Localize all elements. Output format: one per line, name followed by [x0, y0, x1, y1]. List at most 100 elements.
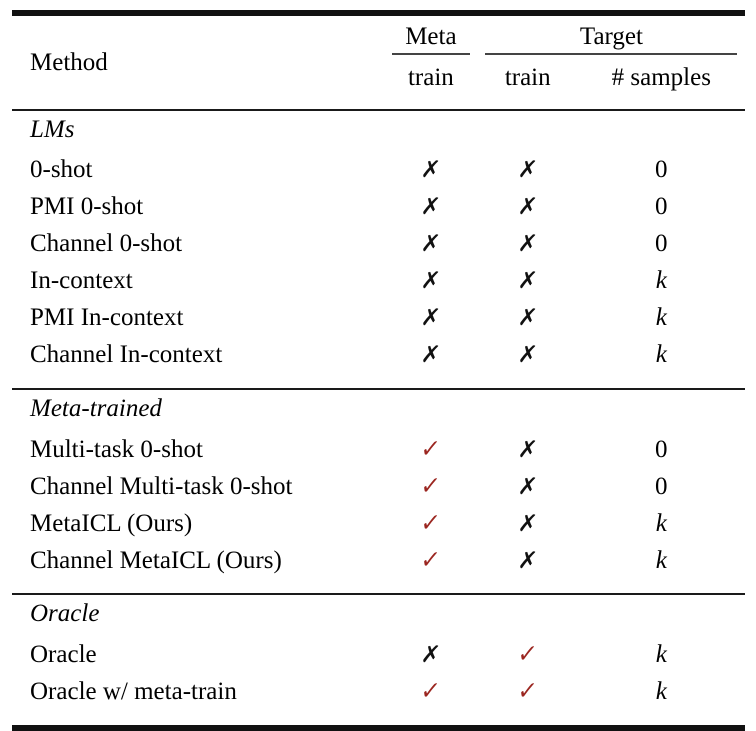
cell-target-train: ✗ — [478, 436, 578, 473]
section-midrule-1 — [12, 593, 745, 595]
cell-target-train: ✗ — [478, 194, 578, 231]
cross-mark-icon: ✗ — [419, 194, 442, 220]
header-midrule — [12, 109, 745, 111]
cell-samples: k — [578, 510, 745, 547]
samples-value: k — [655, 547, 667, 574]
cell-method: Channel In-context — [30, 341, 223, 368]
check-mark-icon: ✓ — [419, 471, 443, 500]
cell-method: 0-shot — [30, 156, 93, 183]
samples-value: k — [655, 678, 667, 705]
cell-meta-train: ✓ — [384, 471, 478, 510]
cmidrule-target-line — [485, 53, 738, 55]
cross-mark-icon: ✗ — [516, 231, 539, 257]
samples-value: k — [655, 304, 667, 331]
cell-samples: 0 — [578, 473, 745, 510]
cell-method: Channel MetaICL (Ours) — [30, 547, 282, 574]
cell-target-train: ✗ — [478, 157, 578, 194]
section-midrule-0-line — [12, 388, 745, 390]
table-row: Channel MetaICL (Ours) ✓ ✗ k — [12, 545, 745, 584]
section-bottom-spacer-0 — [12, 379, 745, 388]
cell-method: MetaICL (Ours) — [30, 510, 193, 537]
samples-value: k — [655, 267, 667, 294]
check-mark-icon: ✓ — [419, 545, 443, 574]
cell-meta-train: ✗ — [384, 194, 478, 231]
cell-meta-train: ✗ — [384, 305, 478, 342]
table-row: Channel Multi-task 0-shot ✓ ✗ 0 — [12, 471, 745, 510]
cell-target-train: ✗ — [478, 473, 578, 510]
samples-value: 0 — [655, 230, 668, 257]
cross-mark-icon: ✗ — [419, 157, 442, 183]
column-group-header-target: Target — [579, 23, 643, 50]
cell-method: Oracle — [30, 641, 97, 668]
column-header-meta-train: train — [407, 64, 454, 91]
top-rule — [12, 10, 745, 16]
cell-meta-train: ✗ — [384, 641, 478, 678]
section-midrule-0 — [12, 388, 745, 390]
cell-samples: k — [578, 305, 745, 342]
column-group-header-meta: Meta — [405, 23, 457, 50]
check-mark-icon: ✓ — [419, 676, 443, 705]
cell-meta-train: ✓ — [384, 434, 478, 473]
cell-method: Multi-task 0-shot — [30, 436, 203, 463]
cell-samples: k — [578, 547, 745, 584]
samples-value: k — [655, 510, 667, 537]
check-mark-icon: ✓ — [516, 676, 540, 705]
bottom-rule-line — [12, 725, 745, 731]
cmidrule-meta-line — [391, 53, 470, 55]
table-row: Oracle w/ meta-train ✓ ✓ k — [12, 676, 745, 715]
cell-method: In-context — [30, 267, 133, 294]
cell-meta-train: ✗ — [384, 268, 478, 305]
cross-mark-icon: ✗ — [516, 437, 539, 463]
table-row: Oracle ✗ ✓ k — [12, 639, 745, 678]
cross-mark-icon: ✗ — [516, 194, 539, 220]
cmidrule-target — [478, 53, 745, 55]
cell-target-train: ✗ — [478, 268, 578, 305]
cross-mark-icon: ✗ — [419, 305, 442, 331]
cross-mark-icon: ✗ — [419, 342, 442, 368]
table-row: PMI 0-shot ✗ ✗ 0 — [12, 194, 745, 231]
check-mark-icon: ✓ — [516, 639, 540, 668]
cross-mark-icon: ✗ — [516, 157, 539, 183]
cross-mark-icon: ✗ — [419, 231, 442, 257]
table-row: Channel In-context✗✗k — [12, 342, 745, 379]
column-header-samples: # samples — [611, 64, 711, 91]
cell-samples: k — [578, 641, 745, 678]
cross-mark-icon: ✗ — [516, 548, 539, 574]
cell-method: Oracle w/ meta-train — [30, 678, 237, 705]
cross-mark-icon: ✗ — [516, 474, 539, 500]
cross-mark-icon: ✗ — [516, 511, 539, 537]
samples-value: k — [655, 341, 667, 368]
cell-meta-train: ✗ — [384, 231, 478, 268]
cell-target-train: ✗ — [478, 231, 578, 268]
table-row: 0-shot✗✗0 — [12, 157, 745, 194]
top-rule-line — [12, 10, 745, 16]
samples-value: k — [655, 641, 667, 668]
cell-target-train: ✗ — [478, 305, 578, 342]
cell-samples: k — [578, 342, 745, 379]
cell-method: PMI 0-shot — [30, 193, 144, 220]
bottom-spacer — [12, 715, 745, 725]
cell-method: PMI In-context — [30, 304, 184, 331]
column-header-target-train: train — [504, 64, 551, 91]
cell-target-train: ✗ — [478, 510, 578, 547]
table-row: Channel 0-shot ✗ ✗ 0 — [12, 231, 745, 268]
cell-samples: k — [578, 678, 745, 715]
cell-meta-train: ✗ — [384, 342, 478, 379]
check-mark-icon: ✓ — [419, 434, 443, 463]
table-row: PMI In-context ✗ ✗ k — [12, 305, 745, 342]
header-bottom-spacer — [12, 101, 745, 109]
cmidrule-meta — [384, 53, 478, 55]
bottom-rule — [12, 725, 745, 731]
cross-mark-icon: ✗ — [516, 305, 539, 331]
header-midrule-line — [12, 109, 745, 111]
cell-method: Channel Multi-task 0-shot — [30, 473, 293, 500]
check-mark-icon: ✓ — [419, 508, 443, 537]
cell-samples: 0 — [578, 194, 745, 231]
cross-mark-icon: ✗ — [419, 268, 442, 294]
table-row: MetaICL (Ours) ✓ ✗ k — [12, 508, 745, 547]
cell-samples: 0 — [578, 231, 745, 268]
cell-samples: k — [578, 268, 745, 305]
section-midrule-1-line — [12, 593, 745, 595]
cell-method: Channel 0-shot — [30, 230, 183, 257]
